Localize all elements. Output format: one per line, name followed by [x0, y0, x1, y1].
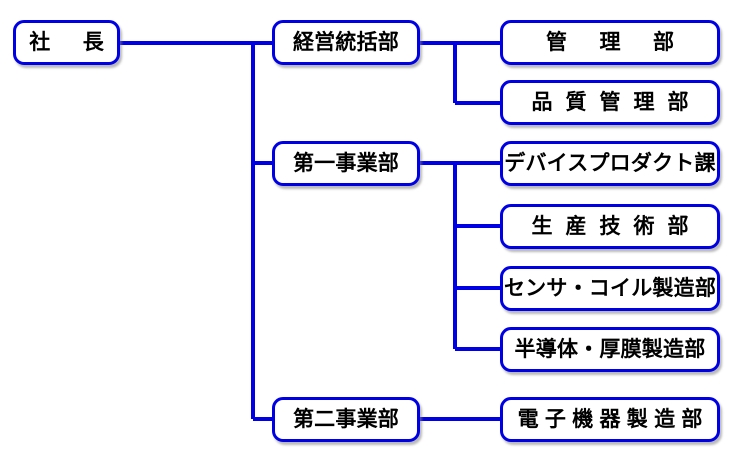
node-label: 生産技術部 [531, 215, 702, 238]
node-label: センサ・コイル製造部 [503, 277, 717, 300]
node-device-product-ka[interactable]: デバイスプロダクト課 [500, 141, 720, 186]
node-sensor-coil-seizou-bu[interactable]: センサ・コイル製造部 [500, 266, 720, 311]
node-label: 社長 [29, 31, 137, 54]
node-handoutai-koumaku-seizou-bu[interactable]: 半導体・厚膜製造部 [500, 327, 720, 372]
node-kanri-bu[interactable]: 管理部 [500, 20, 720, 65]
node-label: 第一事業部 [292, 152, 400, 175]
node-seisan-gijutsu-bu[interactable]: 生産技術部 [500, 204, 720, 249]
node-denshi-kiki-seizou-bu[interactable]: 電子機器製造部 [500, 397, 720, 442]
node-label: 経営統括部 [292, 31, 400, 54]
node-daiichi-jigyou-bu[interactable]: 第一事業部 [272, 141, 420, 186]
node-label: 品質管理部 [531, 91, 702, 114]
node-label: 第二事業部 [292, 408, 400, 431]
node-label: 管理部 [545, 31, 707, 54]
node-keiei-toukatsu-bu[interactable]: 経営統括部 [272, 20, 420, 65]
node-label: デバイスプロダクト課 [504, 152, 716, 175]
node-shacho[interactable]: 社長 [13, 20, 120, 65]
node-hinshitsu-kanri-bu[interactable]: 品質管理部 [500, 80, 720, 125]
node-daini-jigyou-bu[interactable]: 第二事業部 [272, 397, 420, 442]
node-label: 電子機器製造部 [517, 408, 709, 431]
node-label: 半導体・厚膜製造部 [514, 338, 706, 361]
